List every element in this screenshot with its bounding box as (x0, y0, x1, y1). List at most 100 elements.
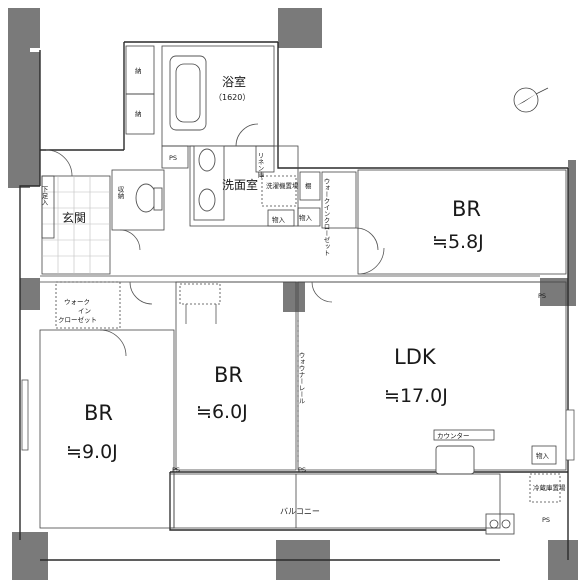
compass-ring (513, 87, 539, 113)
storage-c-box (299, 171, 321, 201)
bathroom: 浴室 （1620） (161, 45, 275, 147)
shoe-box (41, 175, 55, 239)
ps-box-1: PS (161, 145, 189, 169)
ps-1-label: PS (169, 154, 177, 162)
washer-space-label: 洗濯機置場 (266, 181, 299, 190)
toilet-door-swing (119, 229, 141, 251)
br-left-outline (39, 329, 175, 529)
washroom-name: 洗面室 (222, 177, 258, 192)
column-top-left (8, 8, 40, 48)
counter (433, 429, 495, 441)
ldk-door-swing (311, 281, 333, 303)
sink-1 (198, 148, 216, 172)
balcony-dividers (173, 474, 297, 528)
br-center-area: ≒6.0J (196, 401, 248, 423)
wic-left-label-2: イン (78, 307, 91, 315)
compass-pointer (535, 87, 549, 95)
compass-needle (516, 94, 536, 106)
washer-space (261, 175, 297, 207)
wall-right-upper (568, 160, 576, 280)
wic-top-label: ウォークインクローゼット (322, 178, 330, 256)
walk-in-closet-top: ウォークインクローゼット 棚 物入 (297, 171, 379, 256)
ldk: ウォウナーレール LDK ≒17.0J カウンター 物入 冷蔵庫置場 PS PS (297, 281, 575, 535)
ps-2-label: PS (538, 292, 546, 300)
br-left-name: BR (84, 401, 113, 425)
entrance-tiles (42, 176, 110, 274)
corridor-lines (40, 275, 540, 283)
br-top-right: BR ≒5.8J (357, 169, 567, 275)
storage-mono-1-box (267, 209, 295, 227)
entrance: 下足入 玄関 (40, 149, 111, 275)
compass-icon (513, 87, 549, 113)
bathroom-size: （1620） (214, 93, 250, 102)
bathtub-inner (175, 63, 201, 123)
wall-left-upper (8, 48, 30, 188)
bath-door-swing (235, 123, 259, 147)
column-bottom-right (548, 540, 578, 580)
br-center-name: BR (214, 363, 243, 387)
column-top-center (278, 8, 322, 48)
kitchen-sink (435, 445, 475, 475)
storage-block: 納 納 (125, 45, 155, 135)
pipe-shaft-center (283, 282, 305, 312)
fridge-space (529, 473, 561, 503)
br-center-closet (179, 283, 221, 305)
wall-left-inner (30, 52, 40, 186)
wic-left-door-swing (99, 329, 127, 357)
ldk-window (565, 409, 575, 461)
wic-left-box (55, 281, 121, 329)
entrance-area (41, 175, 111, 275)
column-bottom-left (12, 532, 48, 580)
washroom-outline (189, 145, 299, 227)
linen-cabinet-label: リネン庫 (256, 152, 264, 179)
balcony-name: バルコニー (280, 507, 320, 516)
balcony: バルコニー PS PS (169, 466, 501, 529)
storage-mono-3-box (531, 445, 557, 465)
column-right-mid (540, 278, 576, 306)
br-top-right-name: BR (452, 197, 481, 221)
storage-a-label: 納 (135, 66, 142, 75)
envelope-outline (19, 41, 569, 561)
structural-walls (8, 8, 578, 580)
counter-label: カウンター (437, 431, 470, 440)
br-center-outline (175, 281, 297, 471)
ldk-area: ≒17.0J (384, 385, 448, 407)
wic-left-label-1: ウォーク (64, 298, 90, 306)
burner-2 (501, 519, 511, 529)
storage-mono-1-label: 物入 (272, 215, 286, 224)
toilet: 収納 (111, 169, 165, 251)
toilet-bowl (135, 183, 157, 213)
storage-wc-label: 収納 (116, 186, 124, 201)
br-center: BR ≒6.0J (129, 281, 297, 471)
sink-2 (198, 188, 216, 212)
ps-3-label: PS (542, 516, 550, 524)
storage-c-label: 棚 (305, 181, 312, 190)
wic-left-label-3: クローゼット (58, 315, 97, 324)
storage-b-label: 納 (135, 109, 142, 118)
ldk-partition-label: ウォウナーレール (297, 352, 305, 404)
storage-mono-2-box (297, 207, 321, 227)
ldk-name: LDK (394, 345, 437, 369)
ps-bottom-left-label: PS (172, 466, 180, 474)
br-top-right-door-swing (357, 247, 385, 275)
br-left-area: ≒9.0J (66, 441, 118, 463)
washroom: 洗面室 リネン庫 洗濯機置場 物入 (189, 145, 299, 227)
br-top-right-area: ≒5.8J (432, 231, 484, 253)
linen-cabinet (255, 145, 275, 173)
ps-box-1-outline (161, 145, 189, 169)
entrance-name: 玄関 (62, 210, 86, 225)
top-left-outline (40, 42, 125, 151)
storage-box-b (125, 93, 155, 135)
bathtub (169, 55, 207, 131)
wic-top-door-swing (355, 227, 379, 251)
br-top-right-outline (357, 169, 567, 275)
bathroom-name: 浴室 (222, 74, 246, 89)
entrance-door-swing (45, 149, 73, 177)
br-center-door-swing (129, 281, 153, 305)
balcony-area (169, 473, 501, 529)
storage-mono-3-label: 物入 (536, 451, 550, 460)
fridge-label: 冷蔵庫置場 (533, 483, 566, 492)
br-left: BR ≒9.0J (21, 329, 175, 529)
ps-bottom-center-label: PS (298, 466, 306, 474)
